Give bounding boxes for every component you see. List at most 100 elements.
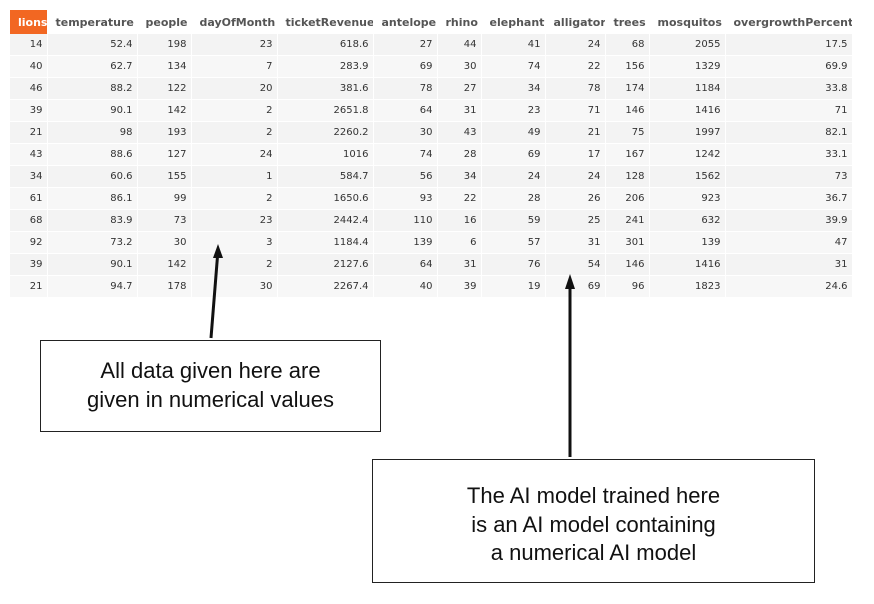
table-cell-temperature: 94.7 bbox=[47, 275, 138, 298]
table-cell-dayOfMonth: 30 bbox=[191, 275, 278, 298]
table-cell-elephant: 34 bbox=[481, 77, 546, 100]
table-cell-temperature: 90.1 bbox=[47, 253, 138, 276]
table-cell-rhino: 39 bbox=[437, 275, 482, 298]
table-cell-alligator: 25 bbox=[545, 209, 606, 232]
table-cell-antelope: 30 bbox=[373, 121, 438, 144]
table-cell-people: 142 bbox=[137, 99, 192, 122]
column-header-trees[interactable]: trees bbox=[605, 10, 650, 34]
table-cell-people: 73 bbox=[137, 209, 192, 232]
column-header-mosquitos[interactable]: mosquitos bbox=[649, 10, 726, 34]
table-cell-ticketRevenue: 283.9 bbox=[277, 55, 374, 78]
column-header-people[interactable]: people bbox=[137, 10, 192, 34]
table-cell-people: 155 bbox=[137, 165, 192, 188]
column-header-overgrowthPercent[interactable]: overgrowthPercent bbox=[725, 10, 853, 34]
table-cell-overgrowthPercent: 24.6 bbox=[725, 275, 853, 298]
table-cell-ticketRevenue: 618.6 bbox=[277, 34, 374, 56]
table-cell-alligator: 26 bbox=[545, 187, 606, 210]
column-header-dayOfMonth[interactable]: dayOfMonth bbox=[191, 10, 278, 34]
table-cell-alligator: 69 bbox=[545, 275, 606, 298]
table-cell-ticketRevenue: 1184.4 bbox=[277, 231, 374, 254]
table-cell-rhino: 16 bbox=[437, 209, 482, 232]
column-header-elephant[interactable]: elephant bbox=[481, 10, 546, 34]
table-cell-people: 178 bbox=[137, 275, 192, 298]
table-cell-elephant: 59 bbox=[481, 209, 546, 232]
table-cell-alligator: 24 bbox=[545, 165, 606, 188]
callout-box-data-note: All data given here are given in numeric… bbox=[40, 340, 381, 432]
column-header-alligator[interactable]: alligator bbox=[545, 10, 606, 34]
column-header-temperature[interactable]: temperature bbox=[47, 10, 138, 34]
table-cell-antelope: 56 bbox=[373, 165, 438, 188]
table-cell-mosquitos: 1242 bbox=[649, 143, 726, 166]
table-cell-mosquitos: 1416 bbox=[649, 99, 726, 122]
table-cell-overgrowthPercent: 73 bbox=[725, 165, 853, 188]
table-cell-mosquitos: 1562 bbox=[649, 165, 726, 188]
table-cell-ticketRevenue: 1650.6 bbox=[277, 187, 374, 210]
column-header-antelope[interactable]: antelope bbox=[373, 10, 438, 34]
table-cell-elephant: 76 bbox=[481, 253, 546, 276]
table-cell-antelope: 110 bbox=[373, 209, 438, 232]
table-cell-overgrowthPercent: 33.8 bbox=[725, 77, 853, 100]
table-cell-rhino: 44 bbox=[437, 34, 482, 56]
table-cell-overgrowthPercent: 31 bbox=[725, 253, 853, 276]
table-cell-temperature: 73.2 bbox=[47, 231, 138, 254]
table-cell-lions: 39 bbox=[10, 99, 48, 122]
table-cell-rhino: 27 bbox=[437, 77, 482, 100]
table-cell-temperature: 90.1 bbox=[47, 99, 138, 122]
table-cell-trees: 146 bbox=[605, 253, 650, 276]
column-header-rhino[interactable]: rhino bbox=[437, 10, 482, 34]
table-cell-lions: 34 bbox=[10, 165, 48, 188]
table-cell-dayOfMonth: 2 bbox=[191, 187, 278, 210]
table-cell-alligator: 22 bbox=[545, 55, 606, 78]
table-cell-elephant: 74 bbox=[481, 55, 546, 78]
table-cell-mosquitos: 1184 bbox=[649, 77, 726, 100]
table-cell-lions: 21 bbox=[10, 121, 48, 144]
table-cell-antelope: 74 bbox=[373, 143, 438, 166]
table-cell-alligator: 17 bbox=[545, 143, 606, 166]
table-cell-alligator: 31 bbox=[545, 231, 606, 254]
table-cell-ticketRevenue: 1016 bbox=[277, 143, 374, 166]
table-cell-antelope: 64 bbox=[373, 253, 438, 276]
table-cell-lions: 61 bbox=[10, 187, 48, 210]
table-cell-elephant: 41 bbox=[481, 34, 546, 56]
column-header-lions[interactable]: lions bbox=[10, 10, 48, 34]
table-cell-overgrowthPercent: 36.7 bbox=[725, 187, 853, 210]
table-cell-mosquitos: 923 bbox=[649, 187, 726, 210]
column-header-ticketRevenue[interactable]: ticketRevenue bbox=[277, 10, 374, 34]
table-cell-antelope: 139 bbox=[373, 231, 438, 254]
table-cell-temperature: 60.6 bbox=[47, 165, 138, 188]
table-cell-trees: 206 bbox=[605, 187, 650, 210]
table-cell-elephant: 69 bbox=[481, 143, 546, 166]
table-cell-people: 122 bbox=[137, 77, 192, 100]
table-cell-trees: 128 bbox=[605, 165, 650, 188]
table-cell-dayOfMonth: 7 bbox=[191, 55, 278, 78]
table-cell-elephant: 49 bbox=[481, 121, 546, 144]
callout-text-data-note: All data given here are given in numeric… bbox=[86, 358, 335, 412]
table-cell-lions: 40 bbox=[10, 55, 48, 78]
table-cell-lions: 14 bbox=[10, 34, 48, 56]
table-cell-elephant: 19 bbox=[481, 275, 546, 298]
table-cell-alligator: 21 bbox=[545, 121, 606, 144]
table-cell-antelope: 93 bbox=[373, 187, 438, 210]
table-cell-overgrowthPercent: 82.1 bbox=[725, 121, 853, 144]
table-cell-mosquitos: 139 bbox=[649, 231, 726, 254]
table-cell-alligator: 71 bbox=[545, 99, 606, 122]
table-cell-mosquitos: 1416 bbox=[649, 253, 726, 276]
table-cell-mosquitos: 2055 bbox=[649, 34, 726, 56]
table-cell-trees: 156 bbox=[605, 55, 650, 78]
table-cell-temperature: 98 bbox=[47, 121, 138, 144]
table-cell-ticketRevenue: 2442.4 bbox=[277, 209, 374, 232]
table-cell-trees: 174 bbox=[605, 77, 650, 100]
table-cell-temperature: 62.7 bbox=[47, 55, 138, 78]
table-cell-overgrowthPercent: 69.9 bbox=[725, 55, 853, 78]
table-cell-dayOfMonth: 2 bbox=[191, 99, 278, 122]
table-cell-rhino: 31 bbox=[437, 253, 482, 276]
table-cell-ticketRevenue: 2267.4 bbox=[277, 275, 374, 298]
